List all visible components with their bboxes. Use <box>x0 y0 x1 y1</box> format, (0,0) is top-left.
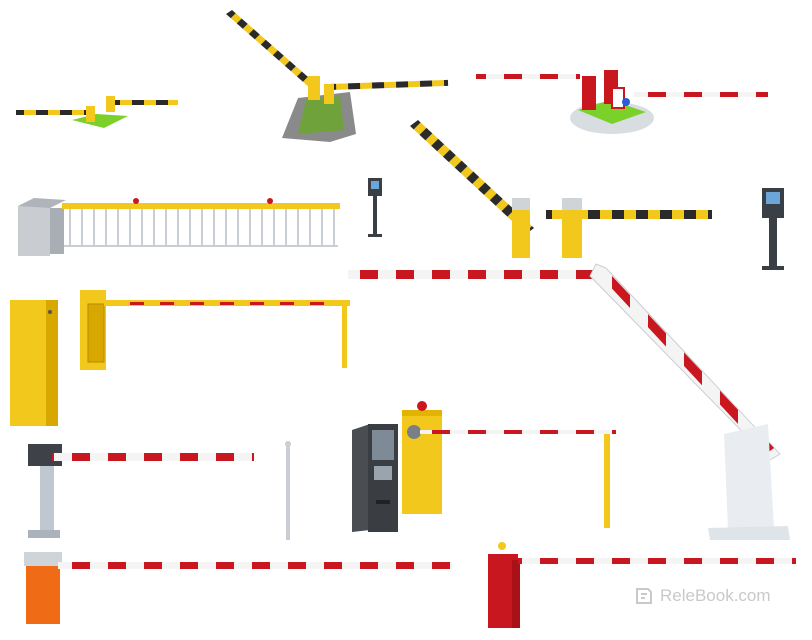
barrier-gray-pedestal-red-white <box>28 444 254 538</box>
relebook-logo-icon <box>636 588 652 604</box>
barrier-pair-red-white-on-grass-island <box>476 70 768 134</box>
ticket-machine-dark <box>352 424 398 532</box>
watermark-text: ReleBook.com <box>660 586 771 605</box>
barrier-yellow-raised-diagonal <box>410 120 534 258</box>
barrier-yellow-lamp-cabinet <box>402 401 616 528</box>
pole-gray <box>285 441 291 540</box>
barrier-fence-arm-gray-cabinet <box>18 198 340 256</box>
barrier-yellow-tall-cabinet <box>10 300 58 426</box>
barrier-raised-arm-on-hedge-island <box>226 10 449 142</box>
ticket-kiosk-small <box>368 178 382 237</box>
barrier-yellow-horizontal-striped <box>546 198 712 258</box>
barrier-red-long-arm <box>488 542 796 628</box>
ticket-kiosk-right <box>762 188 784 270</box>
barrier-white-folding-arm <box>348 263 790 540</box>
barrier-yellow-with-support-post <box>80 290 350 370</box>
watermark: ReleBook.com <box>634 586 771 606</box>
barrier-small-striped-on-grass <box>16 96 178 128</box>
barrier-orange-long-arm <box>24 552 452 624</box>
